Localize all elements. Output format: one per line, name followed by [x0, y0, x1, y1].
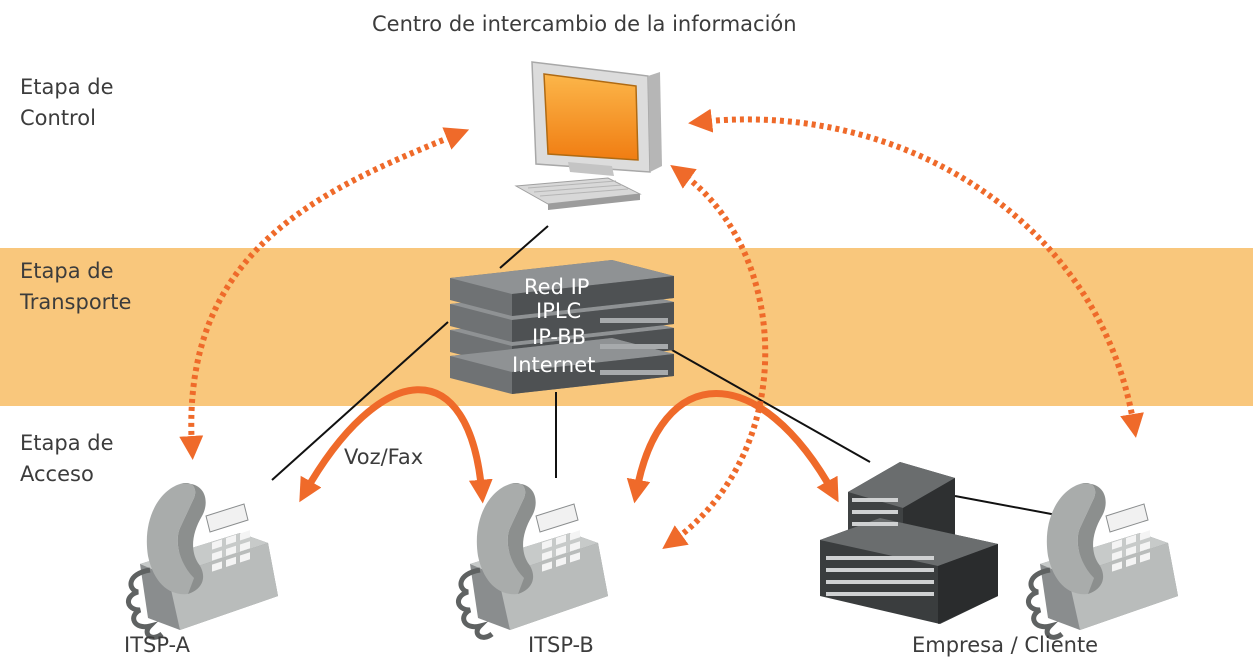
network-stack-icon: Red IP IPLC IP-BB Internet: [450, 260, 674, 394]
voice-fax-label: Voz/Fax: [344, 445, 424, 469]
stage-control-line2: Control: [20, 106, 96, 130]
link-computer-network: [499, 225, 549, 269]
computer-icon: [514, 61, 662, 210]
link-network-empresa: [671, 349, 871, 463]
voice-arrow-a-b: [299, 386, 493, 504]
stage-access-line2: Acceso: [20, 462, 94, 486]
network-label-ip-bb: IP-BB: [532, 325, 586, 349]
building-icon: [820, 462, 998, 624]
voice-fax-arrows: [299, 386, 839, 504]
diagram-title: Centro de intercambio de la información: [372, 12, 797, 36]
endpoint-label-itsp-a: ITSP-A: [124, 633, 191, 657]
network-label-red-ip: Red IP: [524, 275, 589, 299]
stage-access-line1: Etapa de: [20, 431, 114, 455]
phone-itsp-a-icon: [128, 483, 278, 637]
network-label-iplc: IPLC: [536, 299, 581, 323]
stage-access-label: Etapa de Acceso: [20, 428, 114, 490]
control-arrow-itsp-a: [179, 127, 470, 460]
stage-control-label: Etapa de Control: [20, 72, 114, 134]
network-label-internet: Internet: [512, 353, 595, 377]
phone-itsp-b-icon: [458, 483, 608, 637]
voice-arrow-b-empresa: [626, 390, 839, 504]
stage-control-line1: Etapa de: [20, 75, 114, 99]
stage-transport-line1: Etapa de: [20, 259, 114, 283]
control-arrow-empresa: [688, 108, 1144, 438]
phone-empresa-icon: [1028, 483, 1178, 637]
endpoint-label-itsp-b: ITSP-B: [528, 633, 594, 657]
endpoint-label-empresa: Empresa / Cliente: [912, 633, 1099, 657]
stage-transport-line2: Transporte: [20, 290, 132, 314]
link-empresa-phone: [954, 495, 1063, 517]
stage-transport-label: Etapa de Transporte: [20, 256, 131, 318]
